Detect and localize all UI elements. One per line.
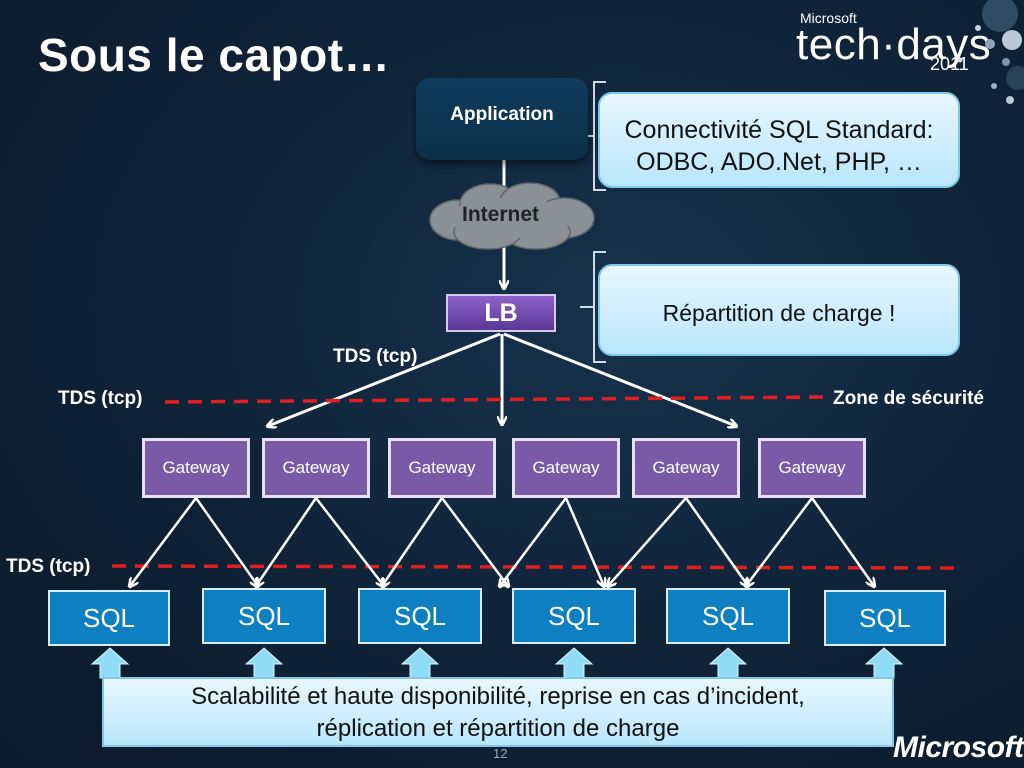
sql-node: SQL <box>358 588 482 644</box>
arrow-lb-gw5 <box>503 332 736 426</box>
callout-sql-line2: ODBC, ADO.Net, PHP, … <box>636 148 922 176</box>
application-label: Application <box>450 104 554 125</box>
up-arrows <box>90 647 904 679</box>
scalability-callout: Scalabilité et haute disponibilité, repr… <box>102 677 894 747</box>
gateway-node: Gateway <box>758 438 866 498</box>
security-line-bottom <box>111 564 963 570</box>
gateway-node: Gateway <box>388 438 496 498</box>
internet-cloud-icon <box>429 182 595 250</box>
callout-sql-line1: Connectivité SQL Standard: <box>624 116 934 144</box>
logo-microsoft-footer: Microsoft <box>893 731 1024 764</box>
bracket-lb <box>580 251 606 363</box>
sql-node: SQL <box>512 588 636 644</box>
slide-title: Sous le capot… <box>38 29 391 81</box>
gateway-node: Gateway <box>262 438 370 498</box>
sql-node: SQL <box>202 588 326 644</box>
callout-load-balancing: Répartition de charge ! <box>598 264 960 356</box>
sql-node: SQL <box>48 590 170 646</box>
gateway-node: Gateway <box>142 438 250 498</box>
gateway-node: Gateway <box>632 438 740 498</box>
scalability-line2: réplication et répartition de charge <box>316 715 680 742</box>
load-balancer-node: LB <box>446 294 556 332</box>
sql-node: SQL <box>666 588 790 644</box>
sql-node: SQL <box>824 590 946 646</box>
arrow-lb-gw1 <box>268 332 501 426</box>
page-number: 12 <box>493 746 508 761</box>
security-line-top <box>164 395 831 404</box>
tds-label-top: TDS (tcp) <box>333 346 418 367</box>
scalability-line1: Scalabilité et haute disponibilité, repr… <box>191 683 805 710</box>
callout-lb-text: Répartition de charge ! <box>662 300 896 326</box>
logo-dots-icon <box>957 0 1024 104</box>
security-zone-label: Zone de sécurité <box>833 388 984 409</box>
tds-label-bottom: TDS (tcp) <box>6 556 91 577</box>
internet-label: Internet <box>462 203 540 226</box>
application-node: Application <box>416 78 588 160</box>
tds-label-left: TDS (tcp) <box>58 388 143 409</box>
gateway-node: Gateway <box>512 438 620 498</box>
logo-microsoft-small: Microsoft <box>800 10 857 26</box>
gateway-sql-arrows <box>130 497 874 586</box>
callout-sql-connectivity: Connectivité SQL Standard: ODBC, ADO.Net… <box>598 92 960 188</box>
